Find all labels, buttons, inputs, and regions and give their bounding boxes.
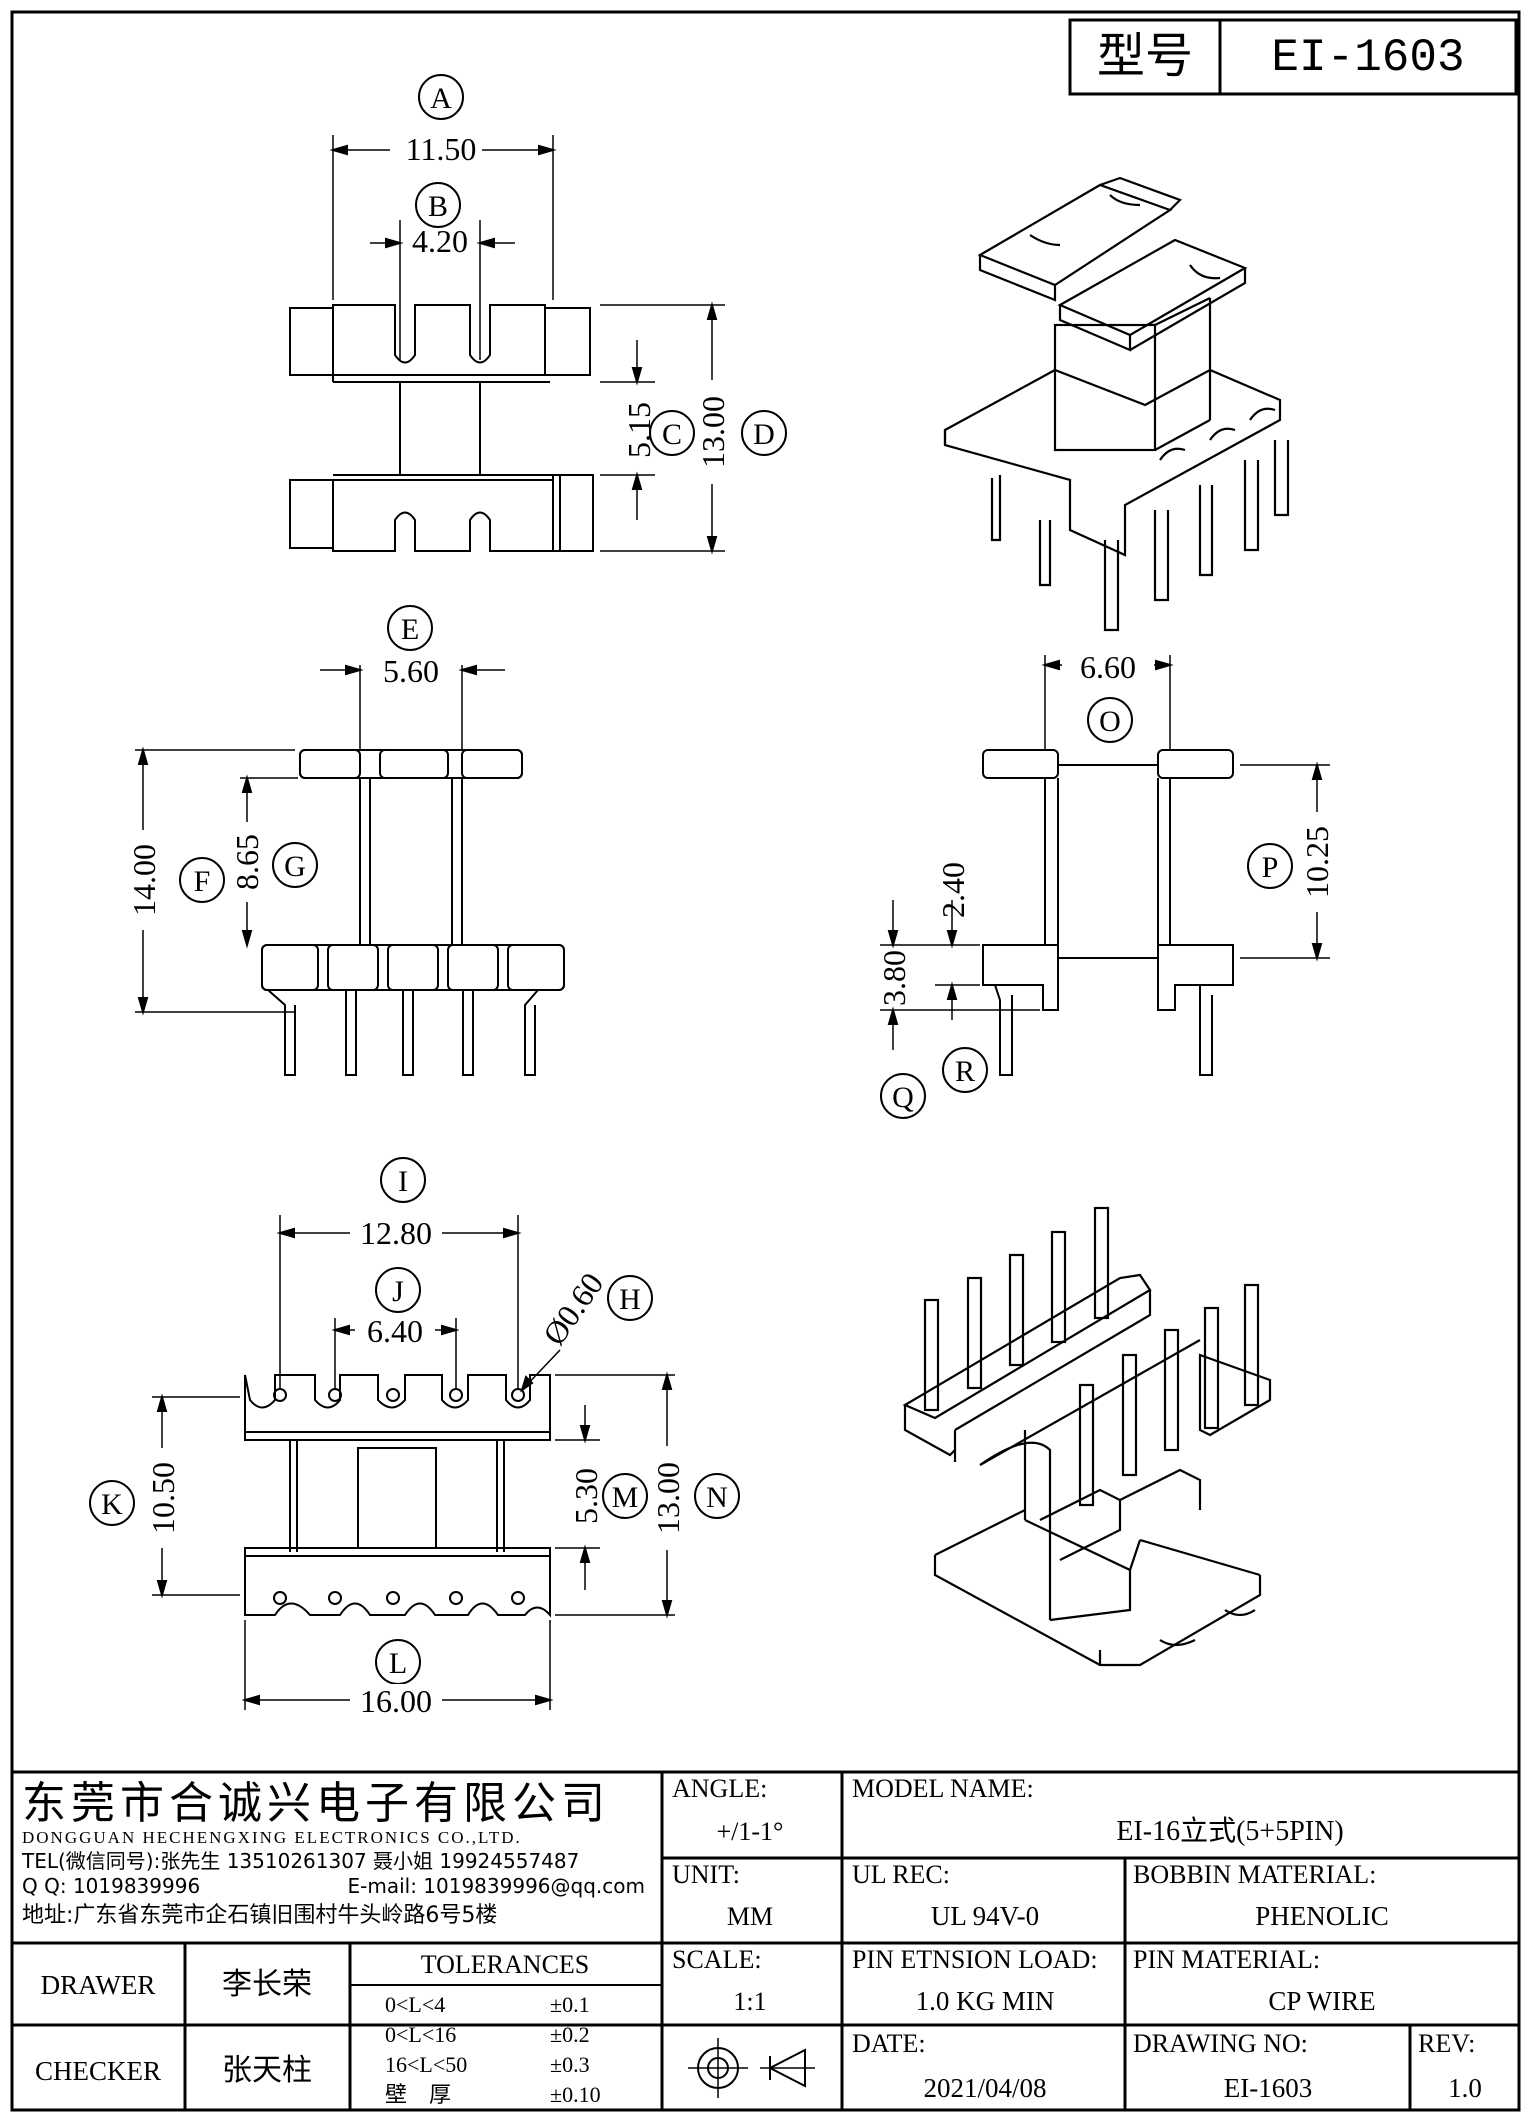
dim-g-value: 8.65	[229, 834, 265, 890]
bobbin-value: PHENOLIC	[1255, 1901, 1389, 1931]
tol-range-4: 壁 厚	[385, 2083, 451, 2108]
rev-label: REV:	[1418, 2029, 1475, 2058]
dim-g-letter: G	[284, 850, 306, 883]
company-address: 地址:广东省东莞市企石镇旧围村牛头岭路6号5楼	[22, 1903, 497, 1928]
rev-value: 1.0	[1448, 2073, 1482, 2103]
angle-label: ANGLE:	[672, 1774, 767, 1803]
bobbin-label: BOBBIN MATERIAL:	[1133, 1860, 1376, 1889]
sheet-border	[10, 10, 1521, 2112]
dim-a-letter: A	[430, 82, 452, 115]
model-value: EI-1603	[1271, 32, 1464, 84]
date-value: 2021/04/08	[923, 2073, 1046, 2103]
dim-l-letter: L	[389, 1647, 407, 1680]
dim-r-value: 2.40	[935, 862, 971, 918]
dim-i-value: 12.80	[360, 1215, 432, 1251]
company-email: E-mail: 1019839996@qq.com	[347, 1874, 645, 1898]
dim-p-value: 10.25	[1299, 826, 1335, 898]
isometric-view-top	[943, 176, 1290, 632]
dim-b-letter: B	[428, 190, 448, 223]
dim-o-value: 6.60	[1080, 649, 1136, 685]
side-view: 6.60 O 10.25 P 2.40 R 3.80 Q	[876, 649, 1335, 1119]
scale-label: SCALE:	[672, 1945, 762, 1974]
pin-load-value: 1.0 KG MIN	[916, 1986, 1055, 2016]
date-label: DATE:	[852, 2029, 926, 2058]
dim-r-letter: R	[955, 1055, 975, 1088]
tol-value-4: ±0.10	[550, 2082, 601, 2107]
model-name-label: MODEL NAME:	[852, 1774, 1034, 1803]
dim-f-letter: F	[194, 865, 211, 898]
dim-k-letter: K	[101, 1488, 123, 1521]
company-name-cn: 东莞市合诚兴电子有限公司	[22, 1778, 610, 1829]
tol-value-2: ±0.2	[550, 2022, 590, 2047]
isometric-view-bottom	[902, 1206, 1272, 1667]
pin-material-value: CP WIRE	[1268, 1986, 1375, 2016]
dim-l-value: 16.00	[360, 1683, 432, 1719]
dim-d-value: 13.00	[695, 396, 731, 468]
ul-value: UL 94V-0	[931, 1901, 1039, 1931]
dim-c-letter: C	[662, 418, 682, 451]
dim-m-value: 5.30	[568, 1468, 604, 1524]
dim-k-value: 10.50	[145, 1462, 181, 1534]
dim-p-letter: P	[1262, 851, 1279, 884]
drawing-no-label: DRAWING NO:	[1133, 2029, 1308, 2058]
pin-load-label: PIN ETNSION LOAD:	[852, 1945, 1098, 1974]
dim-e-letter: E	[401, 613, 419, 646]
dim-b-value: 4.20	[412, 223, 468, 259]
model-title-block: 型号 EI-1603	[1068, 18, 1518, 96]
scale-value: 1:1	[733, 1987, 766, 2016]
dim-n-value: 13.00	[650, 1462, 686, 1534]
model-name-value: EI-16立式(5+5PIN)	[1116, 1815, 1343, 1847]
ul-label: UL REC:	[852, 1860, 950, 1889]
tol-range-2: 0<L<16	[385, 2022, 456, 2047]
drawer-label: DRAWER	[41, 1970, 156, 2000]
dim-h-letter: H	[619, 1283, 641, 1316]
dim-d-letter: D	[753, 418, 775, 451]
checker-name: 张天柱	[222, 2053, 312, 2088]
tol-value-3: ±0.3	[550, 2052, 590, 2077]
angle-value: +/1-1°	[717, 1817, 784, 1846]
dim-a-value: 11.50	[406, 131, 477, 167]
dim-q-letter: Q	[892, 1081, 914, 1114]
company-tel: TEL(微信同号):张先生 13510261307 聂小姐 1992455748…	[21, 1849, 579, 1873]
tol-range-3: 16<L<50	[385, 2052, 467, 2077]
checker-label: CHECKER	[35, 2056, 161, 2086]
tol-range-1: 0<L<4	[385, 1992, 445, 2017]
dim-e-value: 5.60	[383, 653, 439, 689]
model-label: 型号	[1097, 28, 1193, 84]
dim-o-letter: O	[1099, 705, 1121, 738]
dim-q-value: 3.80	[876, 950, 912, 1006]
dim-n-letter: N	[706, 1481, 728, 1514]
dim-j-value: 6.40	[367, 1313, 423, 1349]
projection-symbol	[688, 2038, 815, 2098]
dim-h-value: Ø0.60	[536, 1266, 611, 1351]
drawing-no-value: EI-1603	[1224, 2073, 1312, 2103]
front-view: E 5.60 14.00 F 8.65 G	[126, 605, 565, 1076]
dim-i-letter: I	[398, 1165, 408, 1198]
unit-value: MM	[727, 1902, 773, 1931]
company-name-en: DONGGUAN HECHENGXING ELECTRONICS CO.,LTD…	[22, 1828, 522, 1847]
dim-j-letter: J	[392, 1275, 404, 1308]
top-view: A 11.50 B 4.20 5.15 C 13.00 D	[289, 74, 787, 555]
dim-c-value: 5.15	[621, 402, 657, 458]
company-qq: Q Q: 1019839996	[22, 1874, 200, 1898]
dim-f-value: 14.00	[126, 844, 162, 916]
unit-label: UNIT:	[672, 1860, 740, 1889]
title-block: 东莞市合诚兴电子有限公司 DONGGUAN HECHENGXING ELECTR…	[12, 1770, 1519, 2110]
dim-m-letter: M	[612, 1481, 639, 1514]
drawer-name: 李长荣	[222, 1967, 312, 2002]
bottom-view: I 12.80 J 6.40 Ø0.60 H 10.50 K 5.30	[89, 1157, 740, 1719]
pin-material-label: PIN MATERIAL:	[1133, 1945, 1320, 1974]
tol-value-1: ±0.1	[550, 1992, 590, 2017]
tolerances-title: TOLERANCES	[421, 1950, 590, 1979]
